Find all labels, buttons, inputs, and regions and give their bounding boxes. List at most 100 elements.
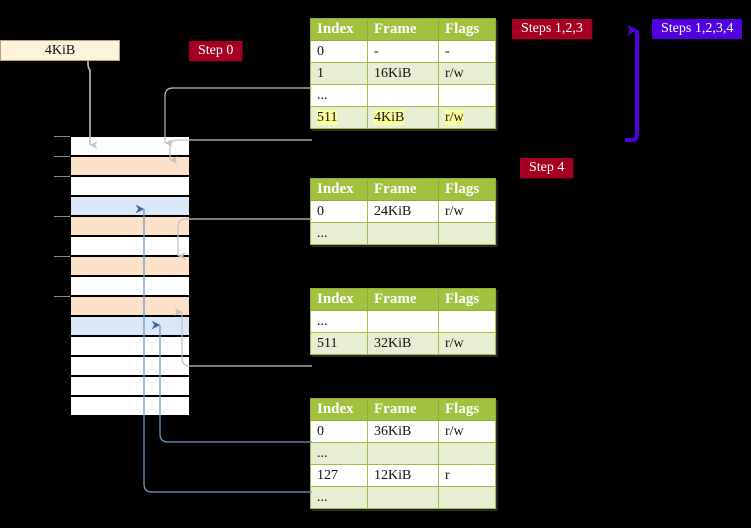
memory-frame-row bbox=[70, 156, 190, 176]
table-row: ... bbox=[310, 84, 496, 107]
connector-memory-to-table2-row0 bbox=[177, 218, 312, 260]
cell-index: ... bbox=[310, 442, 368, 465]
col-frame: Frame bbox=[367, 18, 439, 41]
memory-frame-row bbox=[70, 216, 190, 236]
cell-frame: 24KiB bbox=[367, 200, 439, 223]
table-header-row: Index Frame Flags bbox=[310, 288, 496, 311]
memory-frame-row bbox=[70, 356, 190, 376]
table-row: ... bbox=[310, 486, 496, 509]
highlighted-value: 511 bbox=[317, 109, 338, 125]
highlighted-value: 4KiB bbox=[374, 109, 405, 125]
connector-steps-1234-bracket bbox=[625, 24, 639, 142]
page-size-label: 4KiB bbox=[0, 40, 120, 61]
col-frame: Frame bbox=[367, 288, 439, 311]
cell-frame bbox=[367, 486, 439, 509]
cell-flags: r/w bbox=[438, 62, 496, 85]
table-row: ... bbox=[310, 442, 496, 465]
table-header-row: Index Frame Flags bbox=[310, 398, 496, 421]
cell-index: 127 bbox=[310, 464, 368, 487]
cell-frame bbox=[367, 222, 439, 245]
cell-frame bbox=[367, 84, 439, 107]
cell-frame: 12KiB bbox=[367, 464, 439, 487]
col-index: Index bbox=[310, 18, 368, 41]
connector-memory-to-table1-row511 bbox=[169, 139, 312, 164]
cell-flags bbox=[438, 84, 496, 107]
cell-flags: r/w bbox=[438, 200, 496, 223]
cell-frame: - bbox=[367, 40, 439, 63]
table-header-row: Index Frame Flags bbox=[310, 178, 496, 201]
cell-index: ... bbox=[310, 222, 368, 245]
cell-index: 0 bbox=[310, 200, 368, 223]
memory-frame-row bbox=[70, 256, 190, 276]
memory-row-tick bbox=[54, 296, 70, 297]
cell-flags: r/w bbox=[438, 106, 496, 129]
connector-memory-to-table3-row511 bbox=[174, 308, 312, 367]
cell-flags: r/w bbox=[438, 332, 496, 355]
col-flags: Flags bbox=[438, 288, 496, 311]
col-frame: Frame bbox=[367, 178, 439, 201]
cell-index: 0 bbox=[310, 40, 368, 63]
col-index: Index bbox=[310, 288, 368, 311]
connector-table1-row1-to-memory bbox=[164, 87, 312, 147]
memory-row-tick bbox=[54, 176, 70, 177]
cell-frame: 32KiB bbox=[367, 332, 439, 355]
cell-frame: 36KiB bbox=[367, 420, 439, 443]
cell-flags: r/w bbox=[438, 420, 496, 443]
memory-frame-row bbox=[70, 236, 190, 256]
connector-4kib-to-memory bbox=[87, 61, 98, 149]
col-flags: Flags bbox=[438, 398, 496, 421]
cell-index: 511 bbox=[310, 332, 368, 355]
badge-steps-123: Steps 1,2,3 bbox=[512, 19, 592, 39]
table-row: ... bbox=[310, 222, 496, 245]
cell-flags bbox=[438, 222, 496, 245]
memory-row-tick bbox=[54, 256, 70, 257]
memory-frame-row bbox=[70, 396, 190, 416]
cell-flags bbox=[438, 310, 496, 333]
col-flags: Flags bbox=[438, 178, 496, 201]
col-index: Index bbox=[310, 398, 368, 421]
table-header-row: Index Frame Flags bbox=[310, 18, 496, 41]
cell-flags bbox=[438, 442, 496, 465]
cell-index: ... bbox=[310, 486, 368, 509]
memory-frame-row bbox=[70, 376, 190, 396]
table-row: ... bbox=[310, 310, 496, 333]
cell-flags: r bbox=[438, 464, 496, 487]
badge-step-0: Step 0 bbox=[189, 41, 243, 61]
cell-index: 1 bbox=[310, 62, 368, 85]
cell-frame bbox=[367, 310, 439, 333]
col-flags: Flags bbox=[438, 18, 496, 41]
memory-frame-row bbox=[70, 316, 190, 336]
cell-index: ... bbox=[310, 84, 368, 107]
cell-frame: 16KiB bbox=[367, 62, 439, 85]
badge-steps-1234: Steps 1,2,3,4 bbox=[652, 19, 743, 39]
memory-row-tick bbox=[54, 136, 70, 137]
cell-index: 0 bbox=[310, 420, 368, 443]
highlighted-value: r/w bbox=[445, 109, 464, 125]
memory-frame-row bbox=[70, 296, 190, 316]
table-row: 0-- bbox=[310, 40, 496, 63]
memory-frame-row bbox=[70, 196, 190, 216]
cell-flags: - bbox=[438, 40, 496, 63]
memory-frame-row bbox=[70, 176, 190, 196]
memory-frame-row bbox=[70, 276, 190, 296]
col-index: Index bbox=[310, 178, 368, 201]
cell-frame bbox=[367, 442, 439, 465]
physical-memory-column bbox=[54, 136, 190, 416]
memory-frame-row bbox=[70, 136, 190, 156]
cell-index: ... bbox=[310, 310, 368, 333]
col-frame: Frame bbox=[367, 398, 439, 421]
table-row: 511 4KiB r/w bbox=[310, 106, 496, 129]
